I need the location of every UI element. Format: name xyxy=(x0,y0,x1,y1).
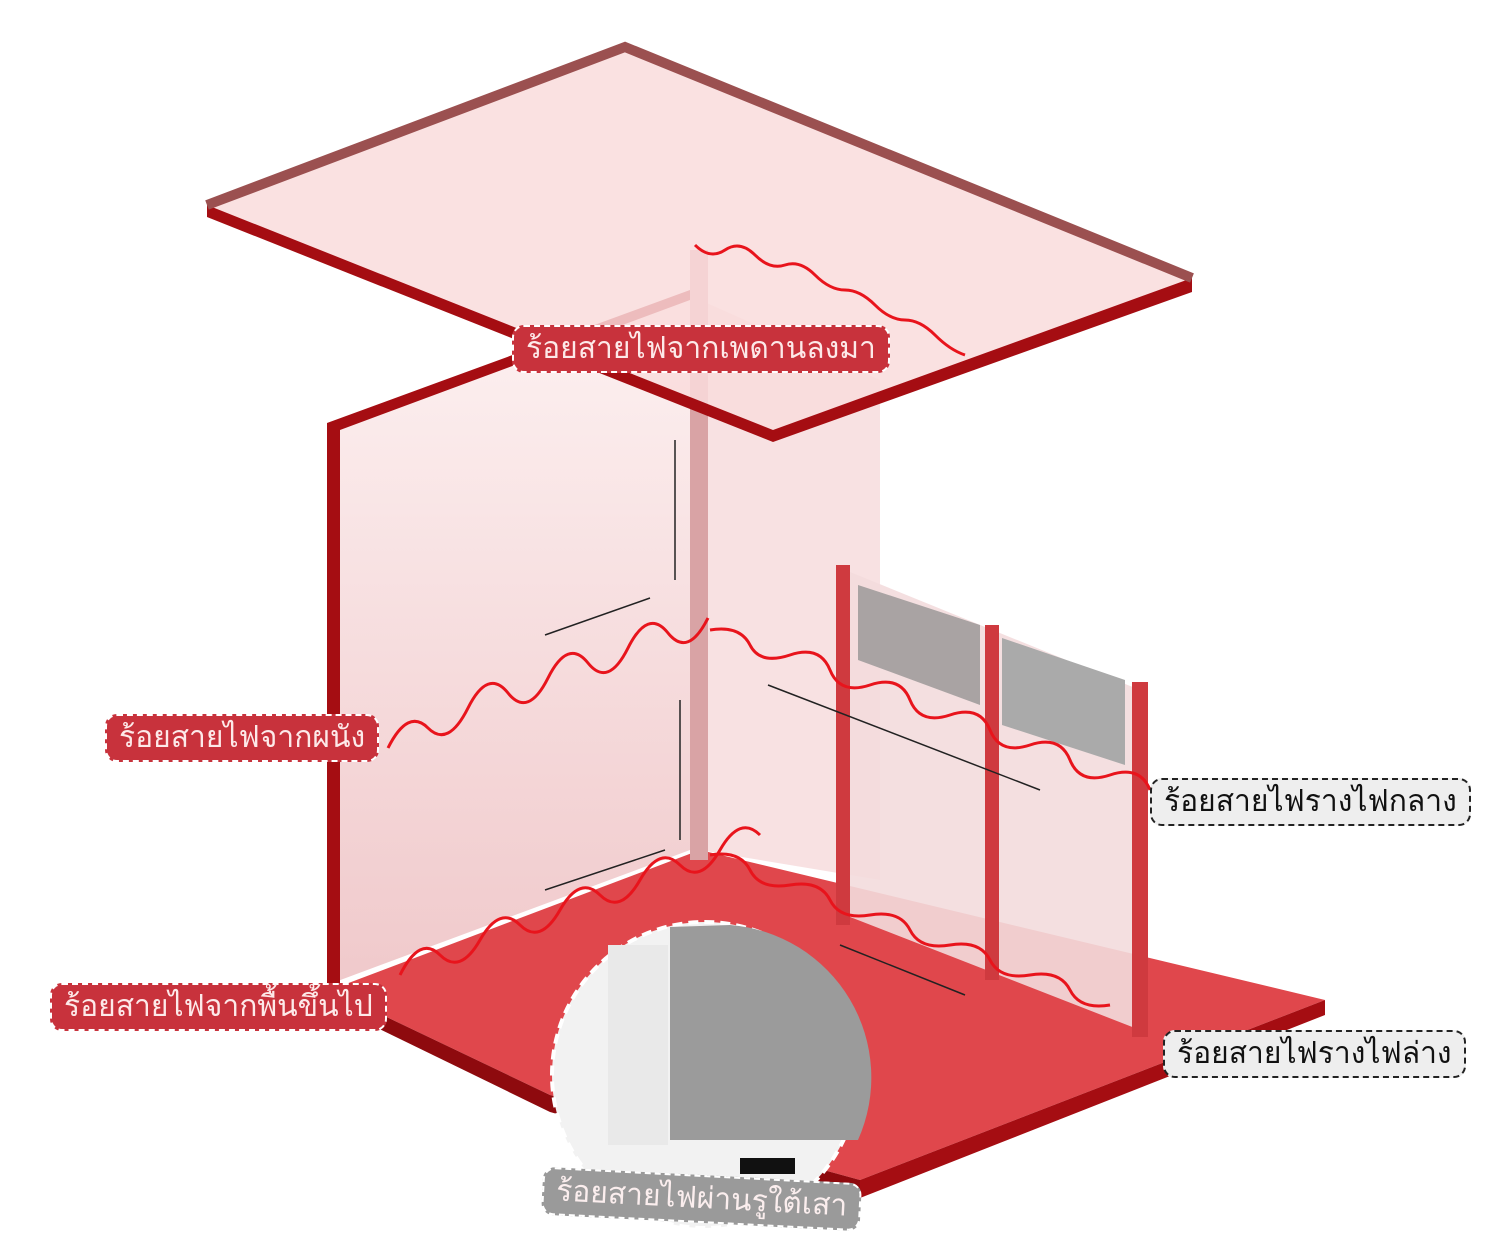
post-hole-inset xyxy=(550,920,872,1230)
label-ceiling: ร้อยสายไฟจากเพดานลงมา xyxy=(512,325,890,373)
partition-panels xyxy=(836,565,1148,1037)
label-wall: ร้อยสายไฟจากผนัง xyxy=(105,714,380,762)
back-wall xyxy=(700,300,880,880)
ceiling-wire xyxy=(693,243,966,357)
wall-wire xyxy=(386,617,710,749)
ceiling xyxy=(205,41,1194,442)
left-wall xyxy=(327,290,690,985)
direction-arrows xyxy=(544,440,1041,996)
bottom-rail-wire xyxy=(709,852,1111,1008)
label-floor: ร้อยสายไฟจากพื้นขึ้นไป xyxy=(50,983,387,1031)
floor-wire xyxy=(398,826,762,976)
label-middle-rail: ร้อยสายไฟรางไฟกลาง xyxy=(1150,778,1471,826)
middle-rail-wire xyxy=(709,627,1152,791)
wires xyxy=(386,243,1152,1008)
label-bottom-rail: ร้อยสายไฟรางไฟล่าง xyxy=(1163,1030,1466,1078)
